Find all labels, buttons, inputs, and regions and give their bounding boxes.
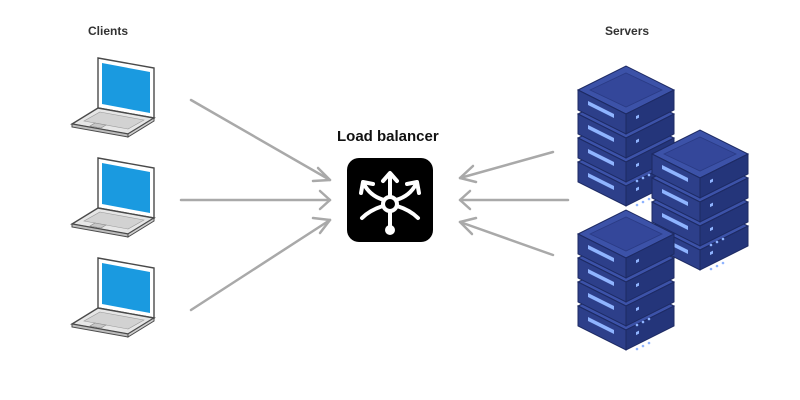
- load-balancer-label: Load balancer: [337, 128, 439, 145]
- arrow-server-2: [458, 189, 570, 211]
- client-2: [71, 157, 155, 238]
- arrow-client-2: [179, 189, 332, 211]
- arrow-server-1: [458, 150, 555, 184]
- clients-label: Clients: [88, 24, 129, 38]
- server-led-dots: [635, 173, 725, 351]
- client-3: [71, 257, 155, 338]
- arrow-client-3: [189, 216, 332, 312]
- arrow-client-1: [189, 98, 332, 183]
- servers-label: Servers: [605, 24, 650, 38]
- load-balancer-icon: [359, 171, 421, 228]
- arrows: [179, 98, 570, 312]
- server-stack-3: [577, 209, 675, 351]
- load-balancer: [347, 158, 433, 242]
- arrow-server-3: [458, 216, 555, 257]
- client-1: [71, 57, 155, 138]
